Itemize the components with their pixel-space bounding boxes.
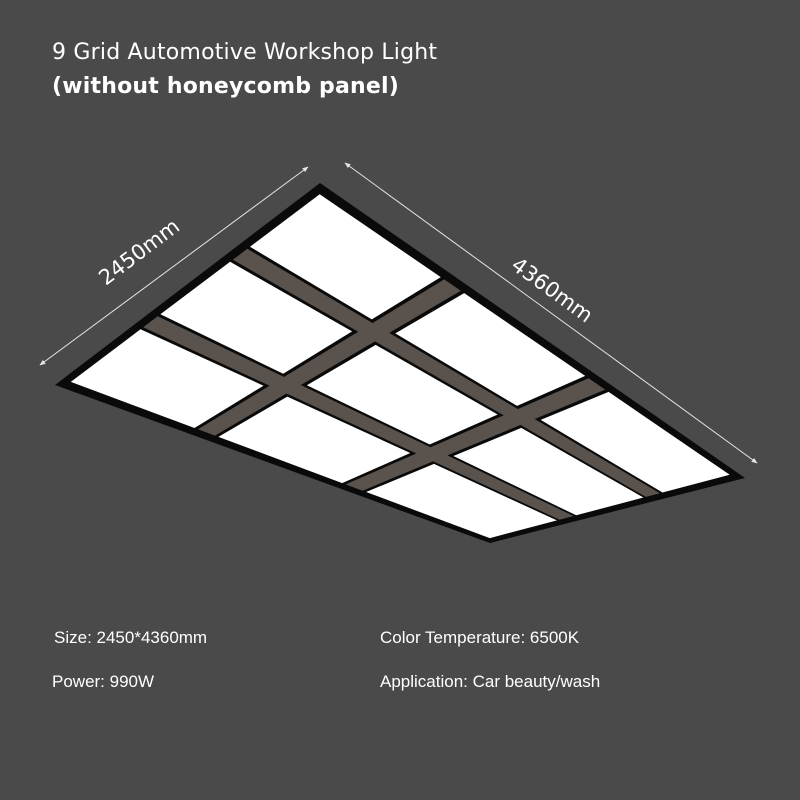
title-line-1: 9 Grid Automotive Workshop Light [52,40,438,65]
spec-application: Application: Car beauty/wash [380,672,601,691]
spec-color-temperature: Color Temperature: 6500K [380,628,580,647]
light-panel [453,427,644,516]
width-dimension-line [39,166,309,366]
light-panel [218,396,411,484]
light-panel [540,391,730,493]
light-panel [306,344,498,445]
length-dimension-line [344,162,758,464]
cross-beam [345,378,606,491]
spec-power: Power: 990W [52,672,155,691]
light-panel [395,293,586,406]
spec-size: Size: 2450*4360mm [54,628,208,647]
light-panel [160,261,353,374]
page-title: 9 Grid Automotive Workshop Light (withou… [52,36,437,104]
long-beam [143,316,574,520]
light-panel [70,329,264,428]
light-panel [366,463,557,539]
title-line-2: (without honeycomb panel) [52,74,400,99]
cross-beam [198,279,461,436]
long-beam [232,248,660,497]
light-panel [250,194,441,320]
fixture-grid [55,183,745,543]
